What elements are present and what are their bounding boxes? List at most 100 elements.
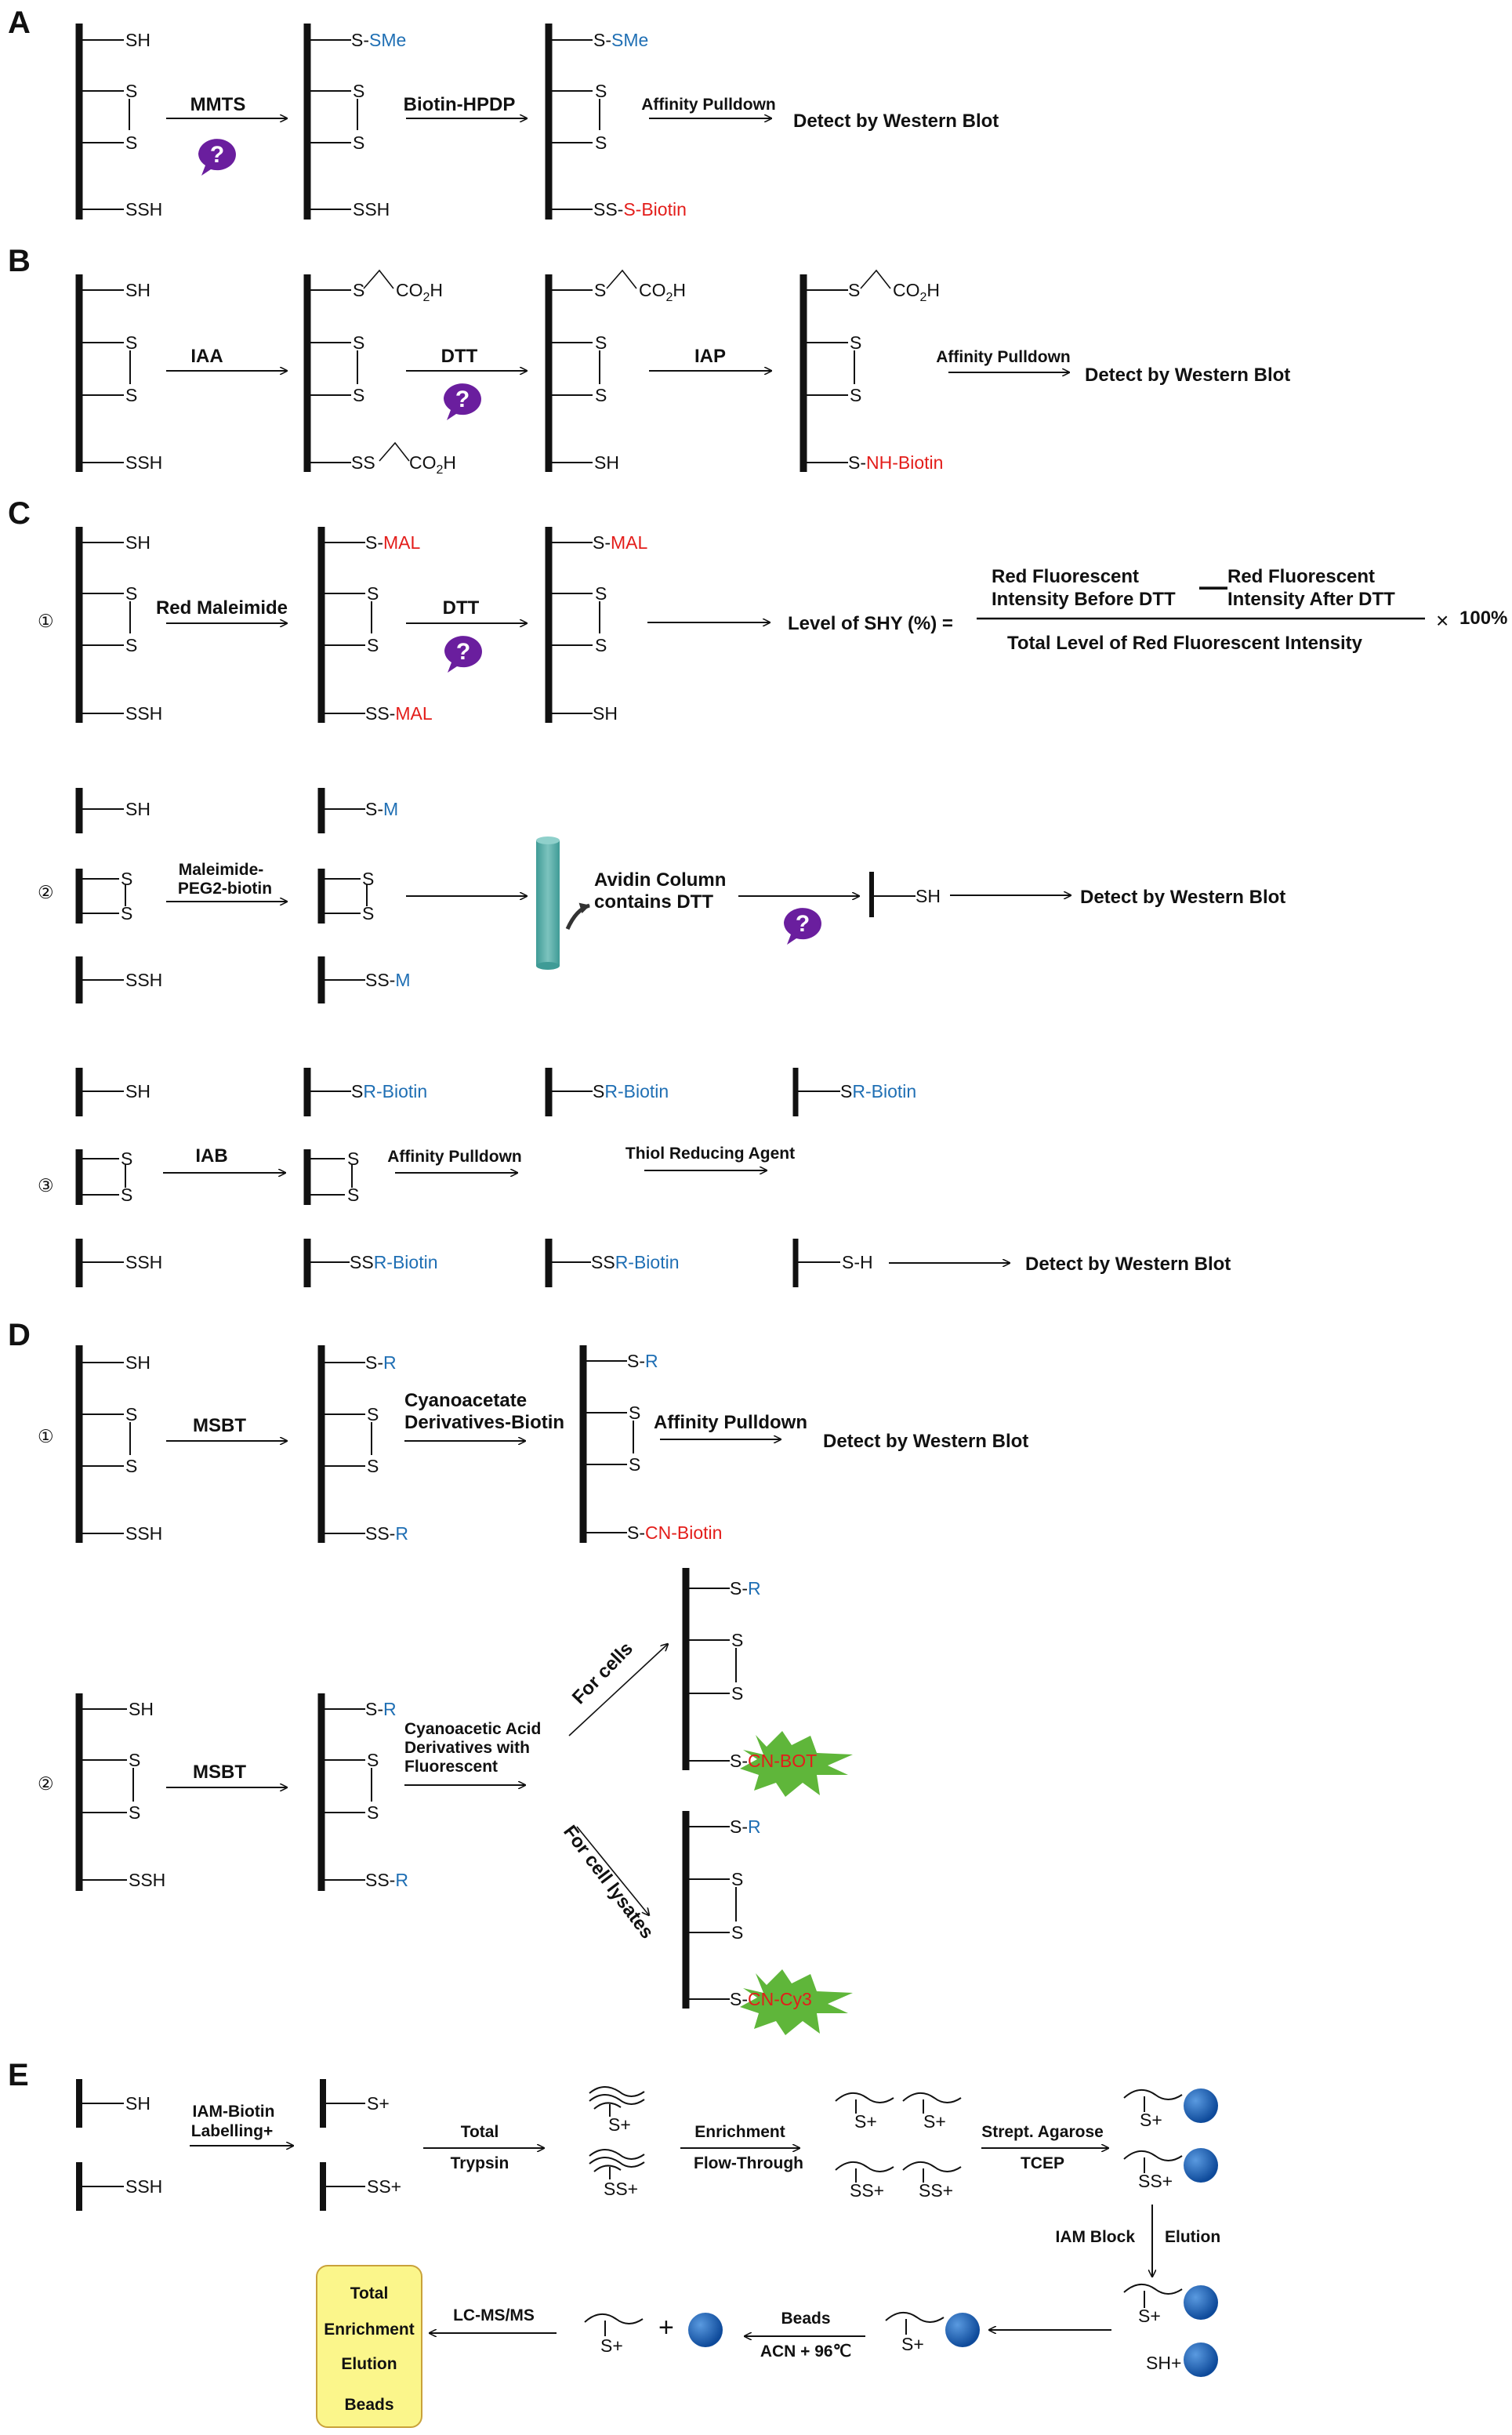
r-biotin-label: SR-Biotin	[351, 1081, 427, 1101]
ss-m-label: SS-M	[365, 970, 411, 990]
minus-sign: —	[1199, 570, 1227, 602]
question-mark-icon	[444, 383, 481, 420]
disulfide-label: S	[353, 332, 364, 353]
disulfide-label: S	[353, 81, 364, 101]
disulfide-label: S	[125, 1404, 137, 1424]
fluorescent-star-icon	[740, 1731, 853, 1797]
disulfide-label: S	[367, 583, 379, 604]
co2h-label: CO2H	[893, 280, 940, 304]
percent-label: 100%	[1459, 608, 1507, 629]
r-label: S-R	[365, 1699, 397, 1719]
iam-block-label: IAM Block	[1055, 2228, 1135, 2246]
s-plus-label: S+	[600, 2335, 623, 2356]
s-plus-label: S+	[923, 2111, 946, 2132]
disulfide-label: S	[125, 385, 137, 405]
nh-biotin-label: S-NH-Biotin	[848, 452, 943, 473]
detect-label: Detect by Western Blot	[823, 1431, 1028, 1452]
section-d-label: D	[8, 1318, 31, 1352]
box-item: Beads	[344, 2396, 393, 2414]
protein-a3: S-SMe S S SS-S-Biotin	[545, 24, 687, 220]
box-item: Enrichment	[324, 2321, 415, 2339]
for-lysates-label: For cell lysates	[559, 1821, 658, 1943]
protein-b2: S CO2H S S SS CO2H	[303, 269, 456, 477]
formula-lhs: Level of SHY (%) =	[788, 613, 953, 634]
ss-label: SS	[351, 452, 375, 473]
step-number: ②	[38, 882, 54, 902]
disulfide-label: S	[731, 1922, 743, 1943]
r-label: S-R	[627, 1351, 658, 1371]
protein-c2-1: SH S S SSH	[75, 788, 162, 1003]
s-label: S	[848, 280, 860, 300]
detect-label: Detect by Western Blot	[1025, 1254, 1231, 1275]
co2h-label: CO2H	[409, 452, 456, 477]
protein-c3-1: SH S S SSH	[75, 1068, 162, 1287]
for-cells-label: For cells	[568, 1638, 637, 1708]
beads-label: Beads	[781, 2310, 830, 2328]
ss-plus-label: SS+	[1138, 2171, 1173, 2191]
peptide-bead-group: S+ SH+	[1123, 2284, 1218, 2377]
arrow	[576, 1826, 649, 1915]
pulldown-label: Affinity Pulldown	[654, 1412, 807, 1433]
protein-d2-4: S-R S S S-CN-Cy3	[682, 1811, 853, 2035]
s-label: S	[353, 280, 364, 300]
persulfide-label: SSH	[129, 1870, 165, 1890]
reagent-msbt: MSBT	[193, 1762, 246, 1783]
r-biotin-label: SR-Biotin	[840, 1081, 916, 1101]
protein-d2-2: S-R S S SS-R	[317, 1693, 408, 1891]
enrichment-label: Enrichment	[694, 2123, 785, 2141]
shy-formula: Level of SHY (%) = Red Fluorescent Inten…	[788, 566, 1507, 654]
step-number: ①	[38, 1426, 54, 1446]
section-e-label: E	[8, 2058, 29, 2092]
box-item: Total	[350, 2284, 389, 2303]
ss-biotin-label: SS-S-Biotin	[593, 199, 687, 220]
disulfide-label: S	[129, 1750, 140, 1770]
persulfide-label: SSH	[125, 970, 162, 990]
ssr-biotin-label: SSR-Biotin	[350, 1252, 438, 1272]
formula-numerator-b: Red Fluorescent	[1227, 566, 1375, 587]
disulfide-label: S	[353, 385, 364, 405]
r-label: S-R	[730, 1816, 761, 1837]
disulfide-label: S	[121, 1185, 132, 1205]
box-item: Elution	[341, 2355, 397, 2373]
thiol-label: SH	[125, 1352, 150, 1373]
persulfide-label: SSH	[125, 199, 162, 220]
disulfide-label: S	[353, 132, 364, 153]
protein-c2-2: S-M S S SS-M	[317, 788, 411, 1003]
ss-plus-label: SS+	[850, 2180, 884, 2201]
protein-a1: SH S S SSH	[75, 24, 162, 220]
disulfide-label: S	[595, 635, 607, 655]
thiol-label: SH	[125, 280, 150, 300]
plus-sign: +	[658, 2313, 674, 2342]
mal-label: S-MAL	[593, 532, 648, 553]
detect-label: Detect by Western Blot	[1080, 887, 1285, 908]
co2h-label: CO2H	[396, 280, 443, 304]
lcms-label: LC-MS/MS	[453, 2306, 535, 2324]
formula-numerator-a: Red Fluorescent	[992, 566, 1139, 587]
protein-d1-2: S-R S S SS-R	[317, 1345, 408, 1544]
disulfide-label: S	[595, 385, 607, 405]
trypsin-label: Trypsin	[451, 2154, 509, 2172]
disulfide-label: S	[129, 1802, 140, 1823]
acn-label: ACN + 96℃	[760, 2342, 851, 2361]
thiol-label: SH	[593, 703, 618, 724]
thiol-label: SH	[125, 532, 150, 553]
elution-label: Elution	[1165, 2228, 1220, 2246]
streptavidin-bead-icon	[1184, 2342, 1218, 2377]
protein-d1-3: S-R S S S-CN-Biotin	[579, 1345, 722, 1543]
thiol-label: SH	[916, 886, 941, 906]
co2h-label: CO2H	[639, 280, 686, 304]
pulldown-label: Affinity Pulldown	[936, 348, 1070, 366]
thiol-label: SH	[125, 1081, 150, 1101]
section-b-label: B	[8, 244, 31, 278]
s-plus-label: S+	[1140, 2110, 1162, 2130]
sample-box: Total Enrichment Elution Beads	[316, 2265, 422, 2428]
streptavidin-bead-icon	[1184, 2285, 1218, 2320]
persulfide-label: SSH	[125, 452, 162, 473]
protein-a2: S-SMe S S SSH	[303, 24, 406, 220]
disulfide-label: S	[121, 903, 132, 924]
disulfide-label: S	[850, 385, 861, 405]
disulfide-label: S	[125, 81, 137, 101]
ss-r-label: SS-R	[365, 1870, 408, 1890]
detect-label: Detect by Western Blot	[793, 111, 999, 132]
s-plus-label: S+	[854, 2111, 877, 2132]
